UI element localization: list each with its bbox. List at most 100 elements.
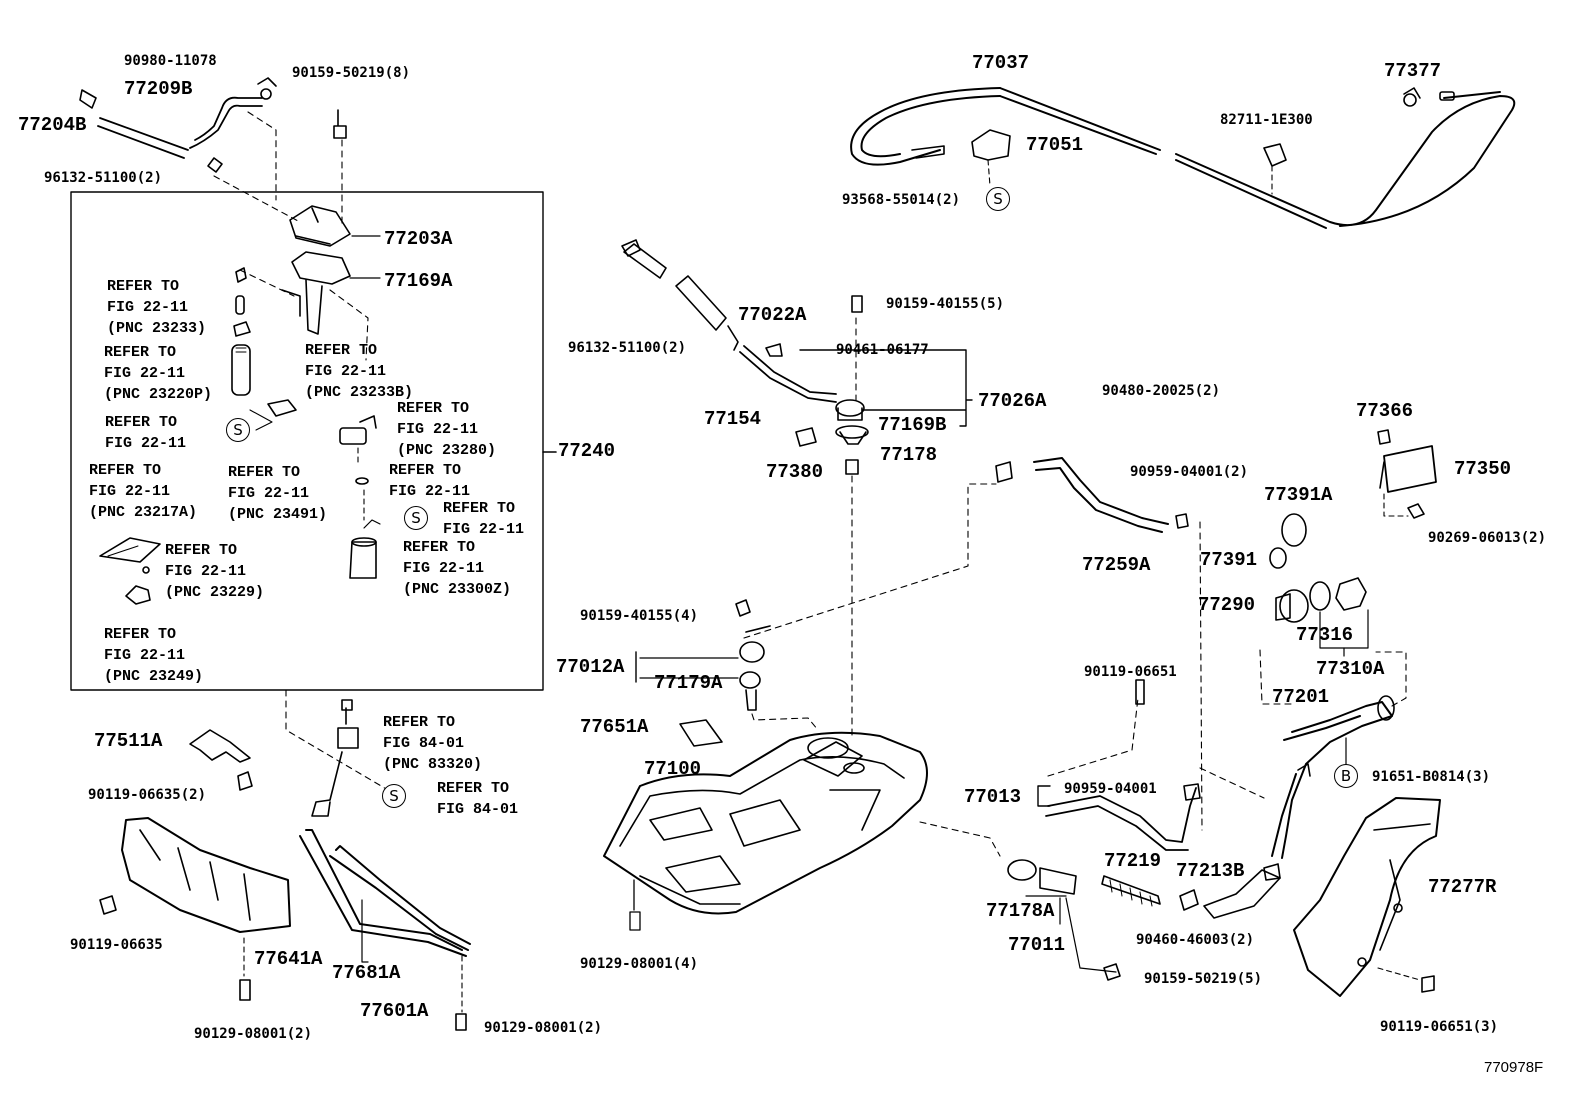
bolt-90159-50219-top bbox=[334, 110, 346, 228]
label-77277R: 77277R bbox=[1428, 876, 1497, 898]
refer-note-23491: REFER TO FIG 22-11 (PNC 23491) bbox=[228, 464, 328, 523]
label-77012A: 77012A bbox=[556, 656, 625, 678]
label-77051: 77051 bbox=[1026, 134, 1084, 156]
symbol-s-1: S bbox=[226, 418, 250, 442]
sender-assembly-group-box bbox=[71, 192, 543, 690]
label-77178A: 77178A bbox=[986, 900, 1055, 922]
refer-note-gauge: REFER TO FIG 22-11 bbox=[389, 462, 471, 500]
label-77204B: 77204B bbox=[18, 114, 87, 136]
refer-note-83320: REFER TO FIG 84-01 (PNC 83320) bbox=[383, 714, 483, 773]
label-77179A: 77179A bbox=[654, 672, 723, 694]
label-77366: 77366 bbox=[1356, 400, 1414, 422]
label-77259A: 77259A bbox=[1082, 554, 1151, 576]
refer-note-23249: REFER TO FIG 22-11 (PNC 23249) bbox=[104, 626, 204, 685]
label-90269-06013: 90269-06013(2) bbox=[1428, 530, 1547, 546]
label-77681A: 77681A bbox=[332, 962, 401, 984]
lower-fittings bbox=[920, 822, 1280, 980]
label-77013: 77013 bbox=[964, 786, 1022, 808]
label-90119-06635: 90119-06635 bbox=[70, 937, 163, 953]
label-77178: 77178 bbox=[880, 444, 938, 466]
label-77377: 77377 bbox=[1384, 60, 1442, 82]
label-77026A: 77026A bbox=[978, 390, 1047, 412]
label-90959-04001-a: 90959-04001(2) bbox=[1130, 464, 1249, 480]
label-77511A: 77511A bbox=[94, 730, 163, 752]
hose-assembly-77013 bbox=[1046, 680, 1264, 850]
figure-code: 770978F bbox=[1484, 1059, 1544, 1076]
label-77350: 77350 bbox=[1454, 458, 1512, 480]
label-90119-06651-3: 90119-06651(3) bbox=[1380, 1019, 1499, 1035]
protector-77641A bbox=[100, 818, 290, 1000]
protector-77277R bbox=[1294, 798, 1440, 996]
refer-note-23300Z: REFER TO FIG 22-11 (PNC 23300Z) bbox=[403, 539, 512, 598]
label-90159-40155-4: 90159-40155(4) bbox=[580, 608, 699, 624]
hose-77204B bbox=[80, 90, 188, 158]
symbol-s-4: S bbox=[986, 187, 1010, 211]
label-90129-08001-bottom: 90129-08001(2) bbox=[484, 1020, 603, 1036]
vent-hose-77022A bbox=[622, 240, 738, 350]
refer-note-84-01: REFER TO FIG 84-01 bbox=[437, 780, 519, 818]
gauge-parts bbox=[340, 416, 380, 578]
bracket-77511A bbox=[190, 730, 252, 790]
label-91651-B0814: 91651-B0814(3) bbox=[1372, 769, 1491, 785]
label-90159-50219-5: 90159-50219(5) bbox=[1144, 971, 1263, 987]
refer-note-23233: REFER TO FIG 22-11 (PNC 23233) bbox=[107, 278, 207, 337]
label-77240: 77240 bbox=[558, 440, 616, 462]
label-90480-20025: 90480-20025(2) bbox=[1102, 383, 1221, 399]
leader-dash-1 bbox=[214, 176, 300, 222]
label-77641A: 77641A bbox=[254, 948, 323, 970]
label-90159-50219-8: 90159-50219(8) bbox=[292, 65, 411, 81]
label-77316: 77316 bbox=[1296, 624, 1354, 646]
filler-cap-parts bbox=[1270, 514, 1368, 656]
label-77201: 77201 bbox=[1272, 686, 1330, 708]
filter-parts bbox=[100, 268, 296, 604]
refer-note-s2: REFER TO FIG 22-11 bbox=[443, 500, 525, 538]
label-77037: 77037 bbox=[972, 52, 1030, 74]
label-77011: 77011 bbox=[1008, 934, 1066, 956]
refer-note-s1: REFER TO FIG 22-11 bbox=[105, 414, 187, 452]
refer-note-23233B: REFER TO FIG 22-11 (PNC 23233B) bbox=[305, 342, 414, 401]
label-77022A: 77022A bbox=[738, 304, 807, 326]
label-90119-06651: 90119-06651 bbox=[1084, 664, 1177, 680]
hose-77209B bbox=[190, 78, 276, 148]
label-77169B: 77169B bbox=[878, 414, 947, 436]
fuel-lid-77350 bbox=[1378, 430, 1436, 518]
label-93568-55014: 93568-55014(2) bbox=[842, 192, 961, 208]
pad-77651A bbox=[680, 720, 722, 746]
sender-gauge-84-01 bbox=[286, 690, 388, 816]
symbol-s-2: S bbox=[404, 506, 428, 530]
label-77213B: 77213B bbox=[1176, 860, 1245, 882]
valve-77012A bbox=[736, 484, 996, 730]
label-90129-08001-left: 90129-08001(2) bbox=[194, 1026, 313, 1042]
label-77100: 77100 bbox=[644, 758, 702, 780]
label-77391A: 77391A bbox=[1264, 484, 1333, 506]
label-90119-06635-2: 90119-06635(2) bbox=[88, 787, 207, 803]
label-77209B: 77209B bbox=[124, 78, 193, 100]
label-90980-11078: 90980-11078 bbox=[124, 53, 217, 69]
label-90159-40155-5: 90159-40155(5) bbox=[886, 296, 1005, 312]
vent-valve-77026A bbox=[740, 296, 868, 740]
refer-note-23217A: REFER TO FIG 22-11 (PNC 23217A) bbox=[89, 462, 198, 521]
label-90460-46003: 90460-46003(2) bbox=[1136, 932, 1255, 948]
label-77391: 77391 bbox=[1200, 549, 1258, 571]
pump-tube-77169A bbox=[240, 252, 380, 360]
label-77310A: 77310A bbox=[1316, 658, 1385, 680]
label-77203A: 77203A bbox=[384, 228, 453, 250]
label-77651A: 77651A bbox=[580, 716, 649, 738]
refer-note-23229: REFER TO FIG 22-11 (PNC 23229) bbox=[165, 542, 265, 601]
label-77219: 77219 bbox=[1104, 850, 1162, 872]
fuel-tank-77100 bbox=[604, 733, 927, 914]
filler-pipe-77201 bbox=[1260, 650, 1406, 858]
label-77154: 77154 bbox=[704, 408, 762, 430]
tank-bands-77601A bbox=[300, 830, 470, 1030]
label-90461-06177: 90461-06177 bbox=[836, 342, 929, 358]
label-77380: 77380 bbox=[766, 461, 824, 483]
symbol-b: B bbox=[1334, 764, 1358, 788]
hose-77259A bbox=[996, 458, 1202, 830]
label-90129-08001-4: 90129-08001(4) bbox=[580, 956, 699, 972]
label-77601A: 77601A bbox=[360, 1000, 429, 1022]
label-77169A: 77169A bbox=[384, 270, 453, 292]
label-77290: 77290 bbox=[1198, 594, 1256, 616]
pump-bracket-77203A bbox=[290, 206, 380, 246]
